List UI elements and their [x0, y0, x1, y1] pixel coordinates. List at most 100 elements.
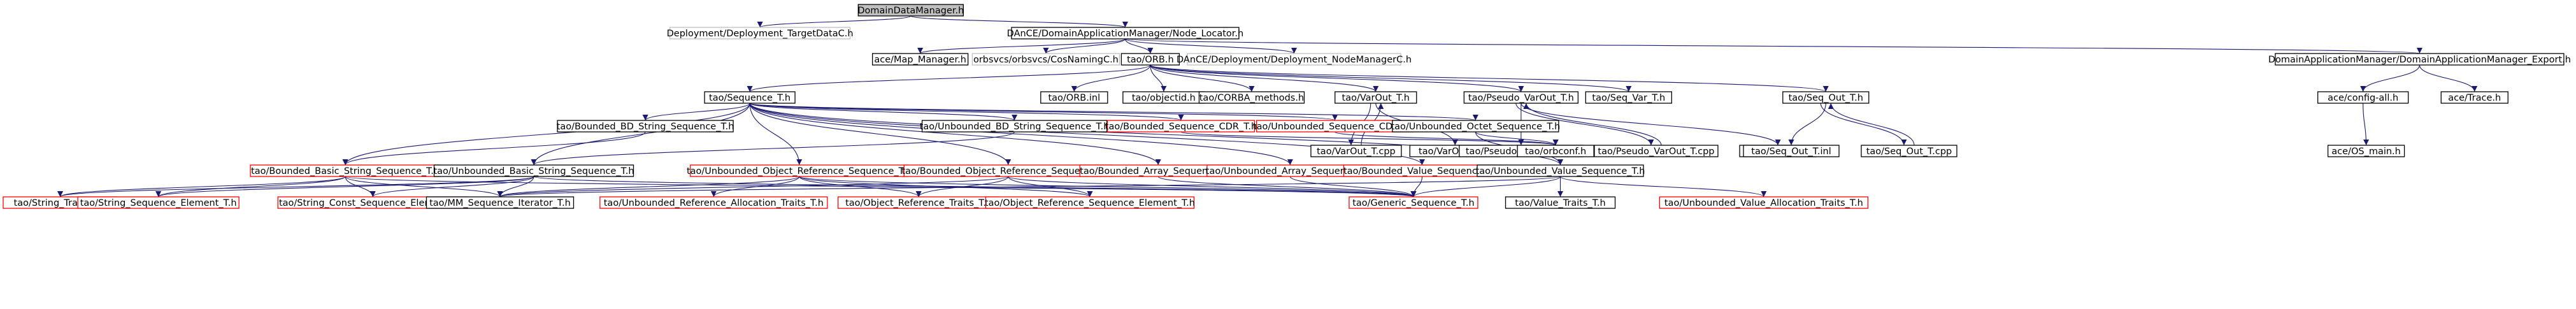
node-tao-unbounded-bd-string-sequence-t-h[interactable]: tao/Unbounded_BD_String_Sequence_T.h [920, 120, 1110, 133]
node-orbsvcs-orbsvcs-cosnamingc-h[interactable]: orbsvcs/orbsvcs/CosNamingC.h [971, 53, 1120, 66]
edge [155, 176, 346, 198]
node-tao-unbounded-octet-sequence-t-h[interactable]: tao/Unbounded_Octet_Sequence_T.h [1391, 120, 1560, 133]
node-tao-orbconf-h[interactable]: tao/orbconf.h [1517, 145, 1594, 157]
node-label: ace/config-all.h [2328, 93, 2398, 103]
edge-tao-orb-h-to-tao-corba-methods-h [1150, 64, 1255, 92]
node-label: tao/ORB.inl [1048, 93, 1100, 103]
node-label: DomainDataManager.h [857, 6, 964, 16]
edge [749, 103, 1293, 166]
node-label: tao/String_Const_Sequence_Element_T.h [279, 198, 467, 208]
node-label: tao/Unbounded_Value_Allocation_Traits_T.… [1664, 198, 1863, 208]
node-label: tao/Bounded_Value_Sequence_T.h [1343, 166, 1501, 176]
node-label: tao/CORBA_methods.h [1199, 93, 1304, 103]
node-label: tao/Bounded_Array_Sequence_T.h [1080, 166, 1236, 176]
node-box [1463, 91, 1579, 104]
node-tao-sequence-t-h[interactable]: tao/Sequence_T.h [704, 91, 796, 104]
node-box [1861, 145, 1957, 157]
node-domainapplicationmanager-domainapplicationmanager-export-h[interactable]: DomainApplicationManager/DomainApplicati… [2268, 53, 2571, 66]
node-label: tao/Unbounded_Value_Sequence_T.h [1476, 166, 1645, 176]
edge [1008, 176, 1417, 198]
node-label: tao/Unbounded_BD_String_Sequence_T.h [920, 122, 1110, 132]
edge [747, 64, 1151, 92]
edge [1410, 176, 1561, 198]
node-tao-unbounded-value-sequence-t-h[interactable]: tao/Unbounded_Value_Sequence_T.h [1476, 164, 1645, 177]
node-tao-varout-t-h[interactable]: tao/VarOut_T.h [1335, 91, 1417, 104]
node-box [921, 120, 1108, 133]
node-box [1585, 91, 1672, 104]
node-ace-os-main-h[interactable]: ace/OS_main.h [2327, 145, 2405, 157]
edge-tao-sequence-t-h-to-tao-bounded-sequence-cdr-t-h [749, 103, 1184, 121]
node-label: tao/Unbounded_Octet_Sequence_T.h [1391, 122, 1560, 132]
node-tao-value-traits-t-h[interactable]: tao/Value_Traits_T.h [1505, 196, 1616, 209]
node-tao-seq-out-t-h[interactable]: tao/Seq_Out_T.h [1782, 91, 1870, 104]
node-tao-seq-out-t-inl[interactable]: tao/Seq_Out_T.inl [1743, 145, 1840, 157]
node-label: tao/Object_Reference_Traits_T.h [845, 198, 992, 208]
node-tao-string-sequence-element-t-h: tao/String_Sequence_Element_T.h [77, 196, 240, 209]
edge [799, 176, 922, 198]
node-tao-orb-inl[interactable]: tao/ORB.inl [1040, 91, 1108, 104]
node-box [1594, 145, 1719, 157]
edge [2419, 64, 2478, 92]
edge [642, 103, 750, 121]
node-tao-varout-t-cpp[interactable]: tao/VarOut_T.cpp [1310, 145, 1402, 157]
edge-tao-orb-h-to-tao-orb-inl [1071, 64, 1151, 92]
node-label: tao/Unbounded_Array_Sequence_T.h [1206, 166, 1375, 176]
node-tao-unbounded-reference-allocation-traits-t-h: tao/Unbounded_Reference_Allocation_Trait… [599, 196, 828, 209]
edge-tao-bounded-object-reference-sequence-t-h-to-tao-generic-sequence-t-h [1008, 176, 1417, 198]
node-ace-trace-h[interactable]: ace/Trace.h [2440, 91, 2508, 104]
node-dance-domainapplicationmanager-node-locator-h[interactable]: DAnCE/DomainApplicationManager/Node_Loca… [1007, 27, 1244, 40]
node-label: tao/Pseudo_VarOut_T.cpp [1598, 147, 1714, 157]
edge-tao-unbounded-object-reference-sequence-t-h-to-tao-mm-sequence-iterator-t-h [497, 176, 800, 198]
edge-tao-unbounded-basic-string-sequence-t-h-to-tao-string-traits-t-h [57, 176, 534, 198]
node-box [1743, 145, 1840, 157]
node-dance-deployment-deployment-nodemanagerc-h[interactable]: DAnCE/Deployment/Deployment_NodeManagerC… [1177, 53, 1412, 66]
edge-tao-bounded-array-sequence-t-h-to-tao-generic-sequence-t-h [1157, 176, 1417, 198]
edge-tao-bounded-basic-string-sequence-t-h-to-tao-generic-sequence-t-h [345, 176, 1416, 198]
edge [749, 103, 1012, 166]
edge-tao-unbounded-object-reference-sequence-t-h-to-tao-generic-sequence-t-h [799, 176, 1416, 198]
edge-tao-unbounded-basic-string-sequence-t-h-to-tao-string-sequence-element-t-h [155, 176, 534, 198]
edge-tao-sequence-t-h-to-tao-unbounded-array-sequence-t-h [749, 103, 1293, 166]
node-tao-pseudo-varout-t-h[interactable]: tao/Pseudo_VarOut_T.h [1463, 91, 1579, 104]
edge-tao-unbounded-object-reference-sequence-t-h-to-tao-object-reference-traits-t-h [799, 176, 922, 198]
node-tao-bounded-bd-string-sequence-t-h[interactable]: tao/Bounded_BD_String_Sequence_T.h [557, 120, 734, 133]
edge-dance-domainapplicationmanager-node-locator-h-to-tao-orb-h [1124, 38, 1154, 54]
edge-tao-seq-out-t-cpp-to-tao-seq-out-t-h [1828, 103, 1915, 146]
edge [531, 131, 1015, 166]
node-tao-objectid-h[interactable]: tao/objectid.h [1122, 91, 1205, 104]
node-box [1517, 145, 1594, 157]
node-label: tao/MM_Sequence_Iterator_T.h [429, 198, 571, 208]
node-tao-corba-methods-h[interactable]: tao/CORBA_methods.h [1198, 91, 1305, 104]
edge [1071, 64, 1151, 92]
edge [1335, 131, 1559, 146]
edge-tao-unbounded-bd-string-sequence-t-h-to-tao-unbounded-basic-string-sequence-t-h [531, 131, 1015, 166]
node-box [985, 196, 1195, 209]
edge-tao-unbounded-array-sequence-t-h-to-tao-generic-sequence-t-h [1289, 176, 1417, 198]
edge-tao-sequence-t-h-to-tao-bounded-basic-string-sequence-t-h [342, 103, 750, 166]
node-tao-mm-sequence-iterator-t-h[interactable]: tao/MM_Sequence_Iterator_T.h [426, 196, 575, 209]
node-tao-seq-out-t-cpp[interactable]: tao/Seq_Out_T.cpp [1861, 145, 1957, 157]
node-tao-pseudo-varout-t-cpp[interactable]: tao/Pseudo_VarOut_T.cpp [1594, 145, 1719, 157]
edge [1150, 64, 1255, 92]
edge-tao-sequence-t-h-to-tao-unbounded-sequence-cdr-t-h [749, 103, 1338, 121]
edge-tao-unbounded-value-sequence-t-h-to-tao-generic-sequence-t-h [1410, 176, 1561, 198]
edge-tao-pseudo-varout-t-cpp-to-tao-pseudo-varout-t-h [1523, 103, 1662, 146]
edge-tao-unbounded-octet-sequence-t-h-to-tao-orbconf-h [1475, 131, 1559, 146]
edge [1124, 38, 1297, 54]
node-box [1349, 196, 1478, 209]
node-tao-unbounded-basic-string-sequence-t-h[interactable]: tao/Unbounded_Basic_String_Sequence_T.h [433, 164, 634, 177]
node-domaindatamanager-h[interactable]: DomainDataManager.h [857, 4, 964, 17]
edge [497, 176, 1561, 198]
node-label: tao/Unbounded_Basic_String_Sequence_T.h [433, 166, 634, 176]
node-ace-config-all-h[interactable]: ace/config-all.h [2317, 91, 2409, 104]
node-tao-seq-var-t-h[interactable]: tao/Seq_Var_T.h [1585, 91, 1672, 104]
edge-tao-bounded-basic-string-sequence-t-h-to-tao-string-traits-t-h [57, 176, 346, 198]
edge [757, 15, 912, 28]
edge-tao-sequence-t-h-to-tao-bounded-object-reference-sequence-t-h [749, 103, 1012, 166]
edge-tao-bounded-bd-string-sequence-t-h-to-tao-bounded-basic-string-sequence-t-h [342, 131, 646, 166]
node-tao-orb-h[interactable]: tao/ORB.h [1120, 53, 1180, 66]
node-ace-map-manager-h[interactable]: ace/Map_Manager.h [871, 53, 969, 66]
edge-tao-orb-h-to-tao-seq-out-t-h [1150, 64, 1829, 92]
node-deployment-deployment-targetdatac-h[interactable]: Deployment/Deployment_TargetDataC.h [667, 27, 854, 40]
